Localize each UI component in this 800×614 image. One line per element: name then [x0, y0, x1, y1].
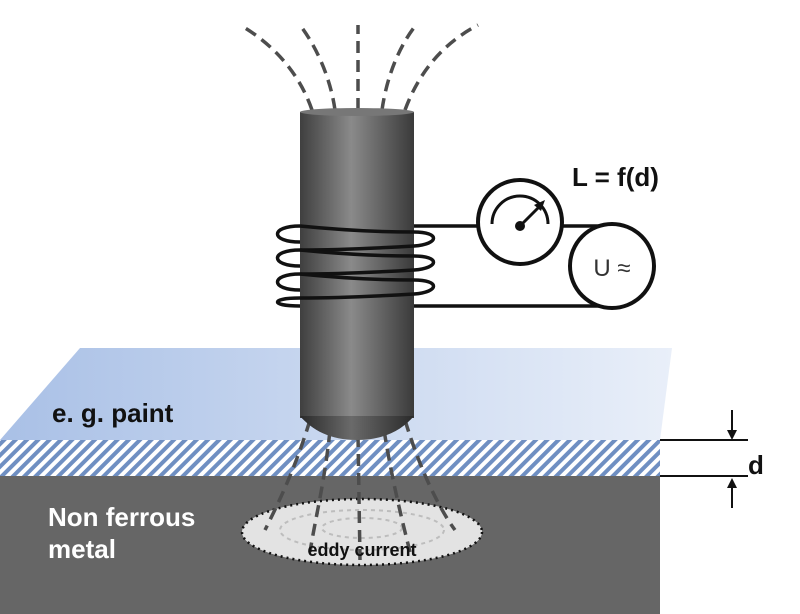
- coating-label: e. g. paint: [52, 398, 174, 428]
- coil-front: [299, 224, 436, 300]
- gauge-meter-icon: [476, 178, 564, 266]
- probe-body: [300, 112, 414, 418]
- probe-tip: [300, 416, 414, 440]
- eddy-ring-inner-1: [279, 509, 445, 551]
- lower-field-lines: [263, 419, 457, 561]
- upper-field-lines: [239, 23, 479, 111]
- base-material-label-line1: Non ferrous: [48, 502, 195, 532]
- thickness-label: d: [748, 450, 764, 480]
- formula-label: L = f(d): [572, 162, 659, 192]
- eddy-ring-inner-2: [321, 517, 403, 539]
- coil-back: [276, 224, 301, 308]
- probe-top: [300, 108, 414, 116]
- ac-voltage-source-icon: [568, 222, 656, 310]
- thickness-dimension: [660, 410, 748, 508]
- thickness-band: [0, 440, 660, 476]
- voltage-source-label: U ≈: [593, 255, 630, 282]
- base-material-label-line2: metal: [48, 534, 116, 564]
- eddy-current-label: eddy current: [307, 540, 416, 560]
